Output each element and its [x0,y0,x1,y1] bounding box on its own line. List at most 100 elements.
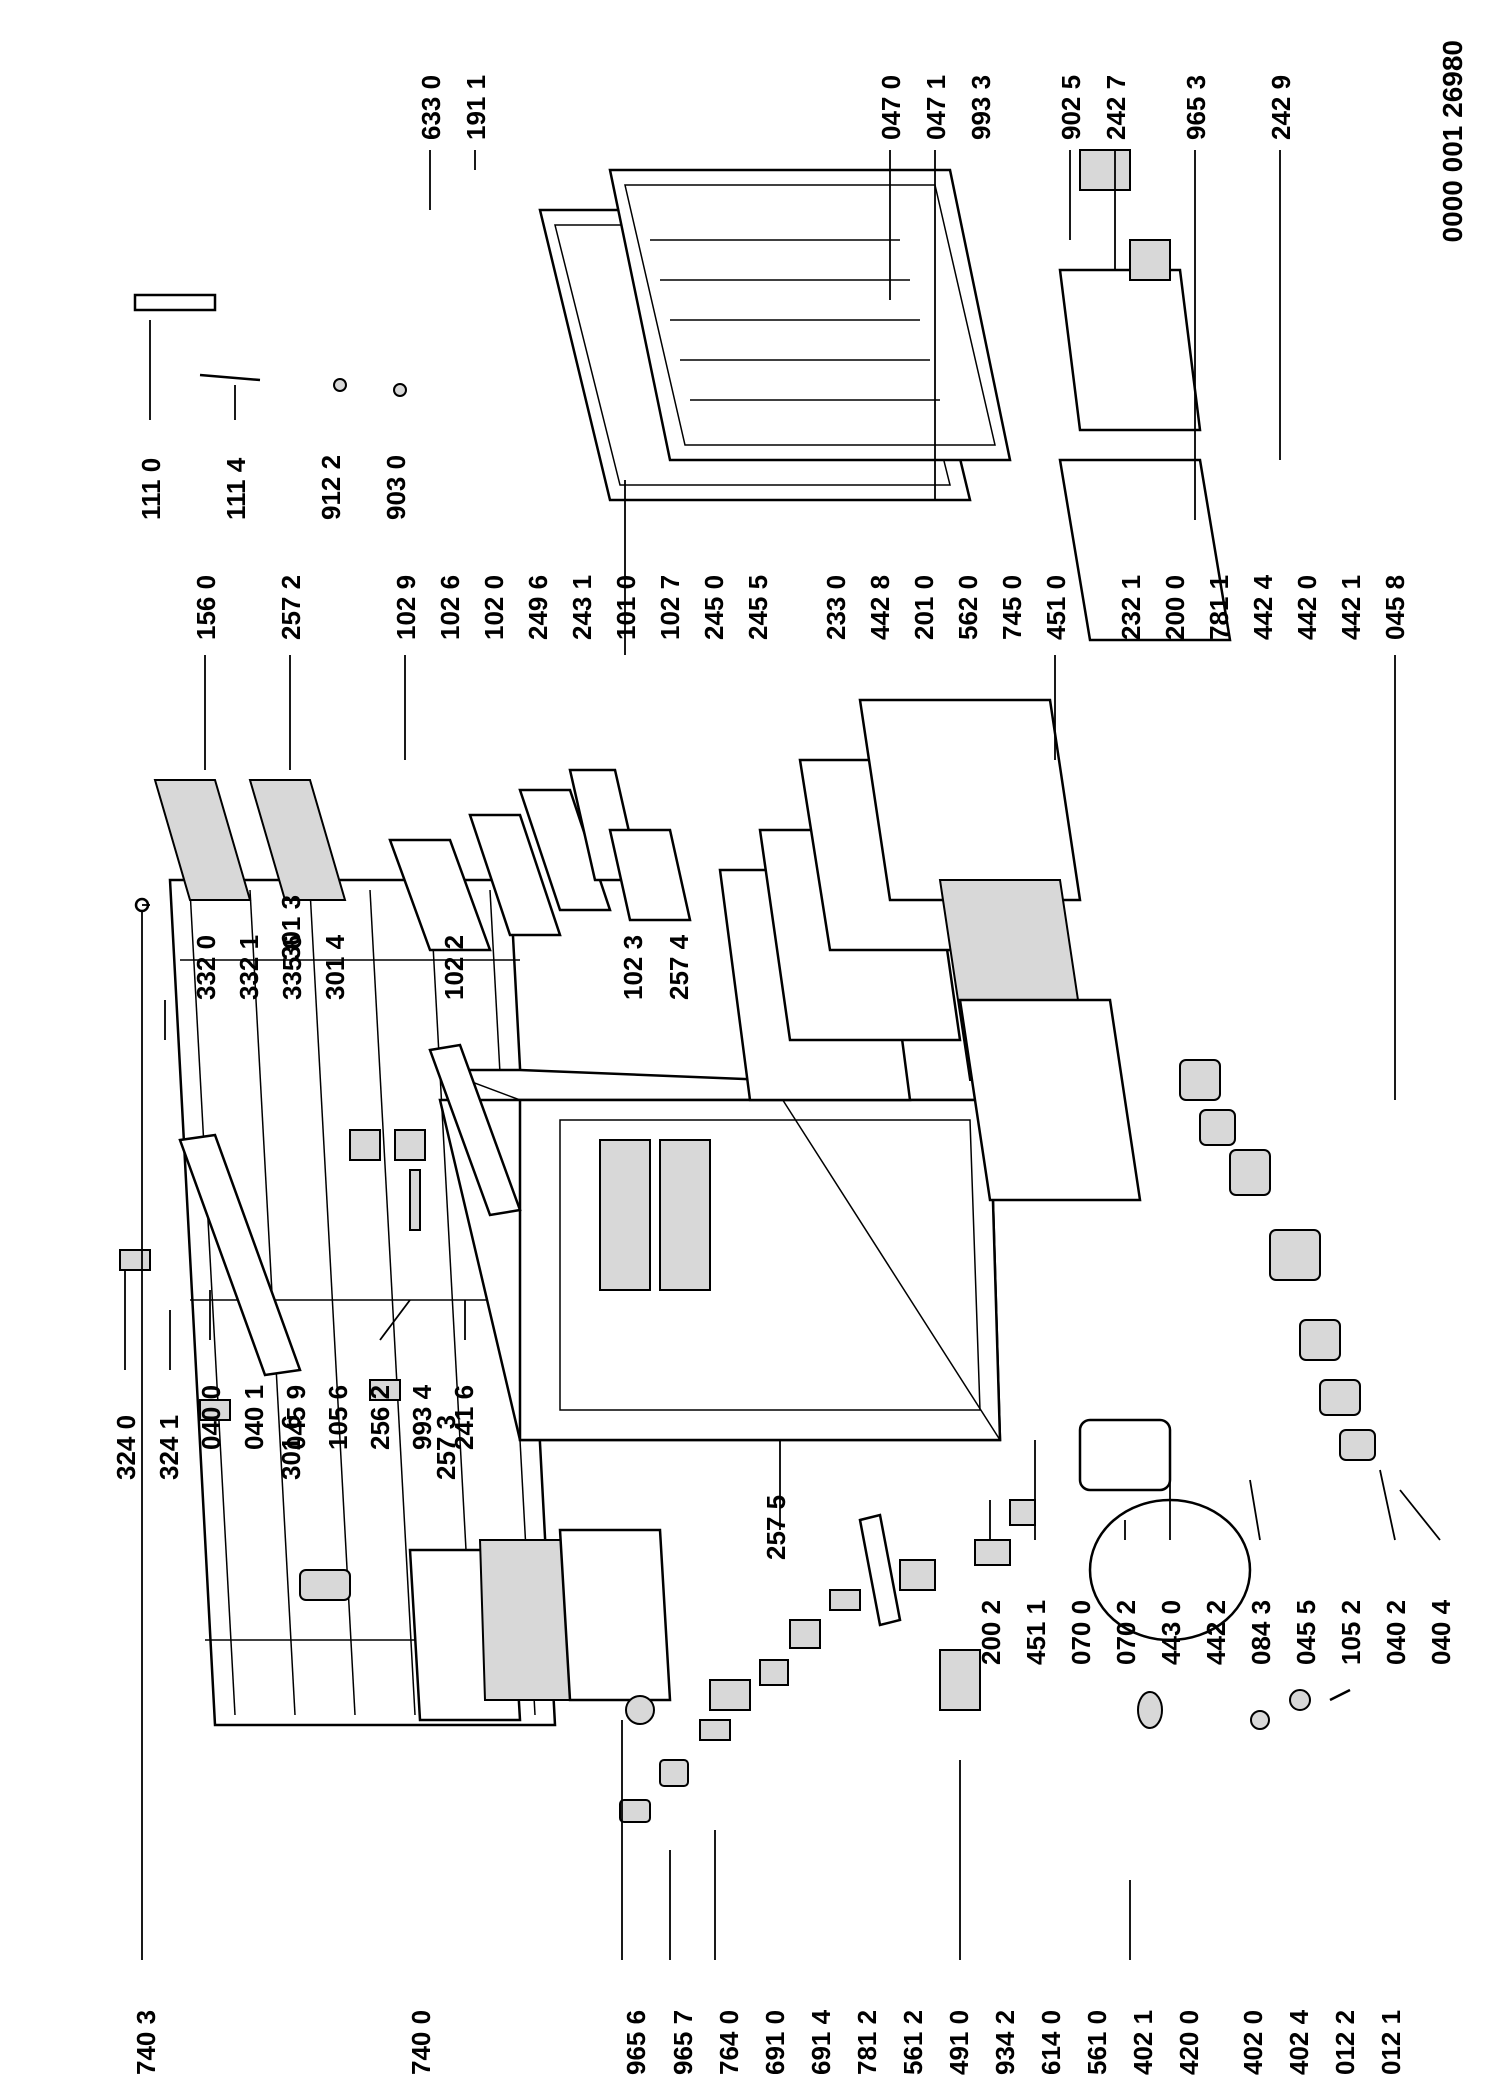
label-102-6: 102 6 [435,575,465,640]
label-740-3: 740 3 [131,2010,161,2075]
door-shelves [153,768,692,952]
label-045-8: 045 8 [1380,575,1410,640]
label-912-2: 912 2 [316,455,346,520]
part-labels: 740 3 740 0 965 6 965 7 764 0 691 0 691 … [111,75,1456,2075]
label-191-1: 191 1 [461,75,491,140]
label-102-3: 102 3 [618,935,648,1000]
label-335-6: 335 6 [277,935,307,1000]
freezer-baskets [1058,149,1232,642]
label-232-1: 232 1 [1116,575,1146,640]
label-070-0: 070 0 [1066,1600,1096,1665]
label-965-6: 965 6 [621,2010,651,2075]
label-257-3: 257 3 [431,1415,461,1480]
crisper-assembly [299,1528,672,1725]
small-parts-left [619,1418,1351,1823]
label-332-1: 332 1 [234,935,264,1000]
label-934-2: 934 2 [990,2010,1020,2075]
label-047-0: 047 0 [876,75,906,140]
label-491-0: 491 0 [944,2010,974,2075]
label-993-4: 993 4 [407,1384,437,1450]
label-070-2: 070 2 [1111,1600,1141,1665]
label-200-2: 200 2 [976,1600,1006,1665]
label-156-0: 156 0 [191,575,221,640]
label-242-7: 242 7 [1101,75,1131,140]
label-242-9: 242 9 [1266,75,1296,140]
label-111-4: 111 4 [221,457,251,520]
label-781-2: 781 2 [852,2010,882,2075]
label-781-1: 781 1 [1204,575,1234,640]
label-257-5: 257 5 [761,1495,791,1560]
label-614-0: 614 0 [1036,2010,1066,2075]
label-245-5: 245 5 [743,575,773,640]
label-047-1: 047 1 [921,75,951,140]
label-249-6: 249 6 [523,575,553,640]
label-993-3: 993 3 [966,75,996,140]
label-402-1: 402 1 [1128,2010,1158,2075]
label-040-1: 040 1 [239,1385,269,1450]
label-691-0: 691 0 [760,2010,790,2075]
label-102-0: 102 0 [479,575,509,640]
hinge-parts [133,293,407,397]
label-402-0: 402 0 [1238,2010,1268,2075]
handle-bar [119,1129,426,1421]
label-965-7: 965 7 [668,2010,698,2075]
label-691-4: 691 4 [806,2009,836,2075]
cabinet-body [437,1068,1002,1442]
label-745-0: 745 0 [997,575,1027,640]
label-105-6: 105 6 [323,1385,353,1450]
label-040-4: 040 4 [1426,1599,1456,1665]
document-number: 0000 001 26980 [1437,40,1468,242]
label-740-0: 740 0 [406,2010,436,2075]
label-045-9: 045 9 [281,1385,311,1450]
label-243-1: 243 1 [567,575,597,640]
label-903-0: 903 0 [381,455,411,520]
label-245-0: 245 0 [699,575,729,640]
label-200-0: 200 0 [1160,575,1190,640]
label-102-7: 102 7 [655,575,685,640]
label-301-6: 301 6 [276,1415,306,1480]
label-040-0: 040 0 [196,1385,226,1450]
label-257-4: 257 4 [664,934,694,1000]
label-012-2: 012 2 [1330,2010,1360,2075]
label-257-2: 257 2 [276,575,306,640]
label-301-4: 301 4 [320,934,350,1000]
label-442-0: 442 0 [1292,575,1322,640]
label-101-0: 101 0 [611,575,641,640]
label-105-2: 105 2 [1336,1600,1366,1665]
label-045-5: 045 5 [1291,1600,1321,1665]
label-561-0: 561 0 [1082,2010,1112,2075]
label-451-1: 451 1 [1021,1600,1051,1665]
label-301-3: 301 3 [276,895,306,960]
label-111-0: 111 0 [136,458,166,520]
label-040-2: 040 2 [1381,1600,1411,1665]
label-561-2: 561 2 [898,2010,928,2075]
label-201-0: 201 0 [909,575,939,640]
electrical-parts [1179,1059,1376,1461]
label-233-0: 233 0 [821,575,851,640]
label-324-1: 324 1 [154,1415,184,1480]
label-442-4: 442 4 [1248,574,1278,640]
label-402-4: 402 4 [1284,2009,1314,2075]
label-965-3: 965 3 [1181,75,1211,140]
label-442-1: 442 1 [1336,575,1366,640]
label-451-0: 451 0 [1041,575,1071,640]
label-562-0: 562 0 [953,575,983,640]
label-442-2: 442 2 [1201,1600,1231,1665]
label-102-9: 102 9 [391,575,421,640]
label-633-0: 633 0 [416,75,446,140]
label-443-0: 443 0 [1156,1600,1186,1665]
label-012-1: 012 1 [1376,2010,1406,2075]
label-241-6: 241 6 [449,1385,479,1450]
glass-shelves [718,698,1142,1202]
label-084-3: 084 3 [1246,1600,1276,1665]
bottom-strips [428,1043,981,1711]
label-764-0: 764 0 [714,2010,744,2075]
label-332-0: 332 0 [191,935,221,1000]
label-902-5: 902 5 [1056,75,1086,140]
door-assembly [538,168,1012,502]
label-442-8: 442 8 [865,575,895,640]
label-102-2: 102 2 [439,935,469,1000]
label-420-0: 420 0 [1174,2010,1204,2075]
label-256-2: 256 2 [365,1385,395,1450]
